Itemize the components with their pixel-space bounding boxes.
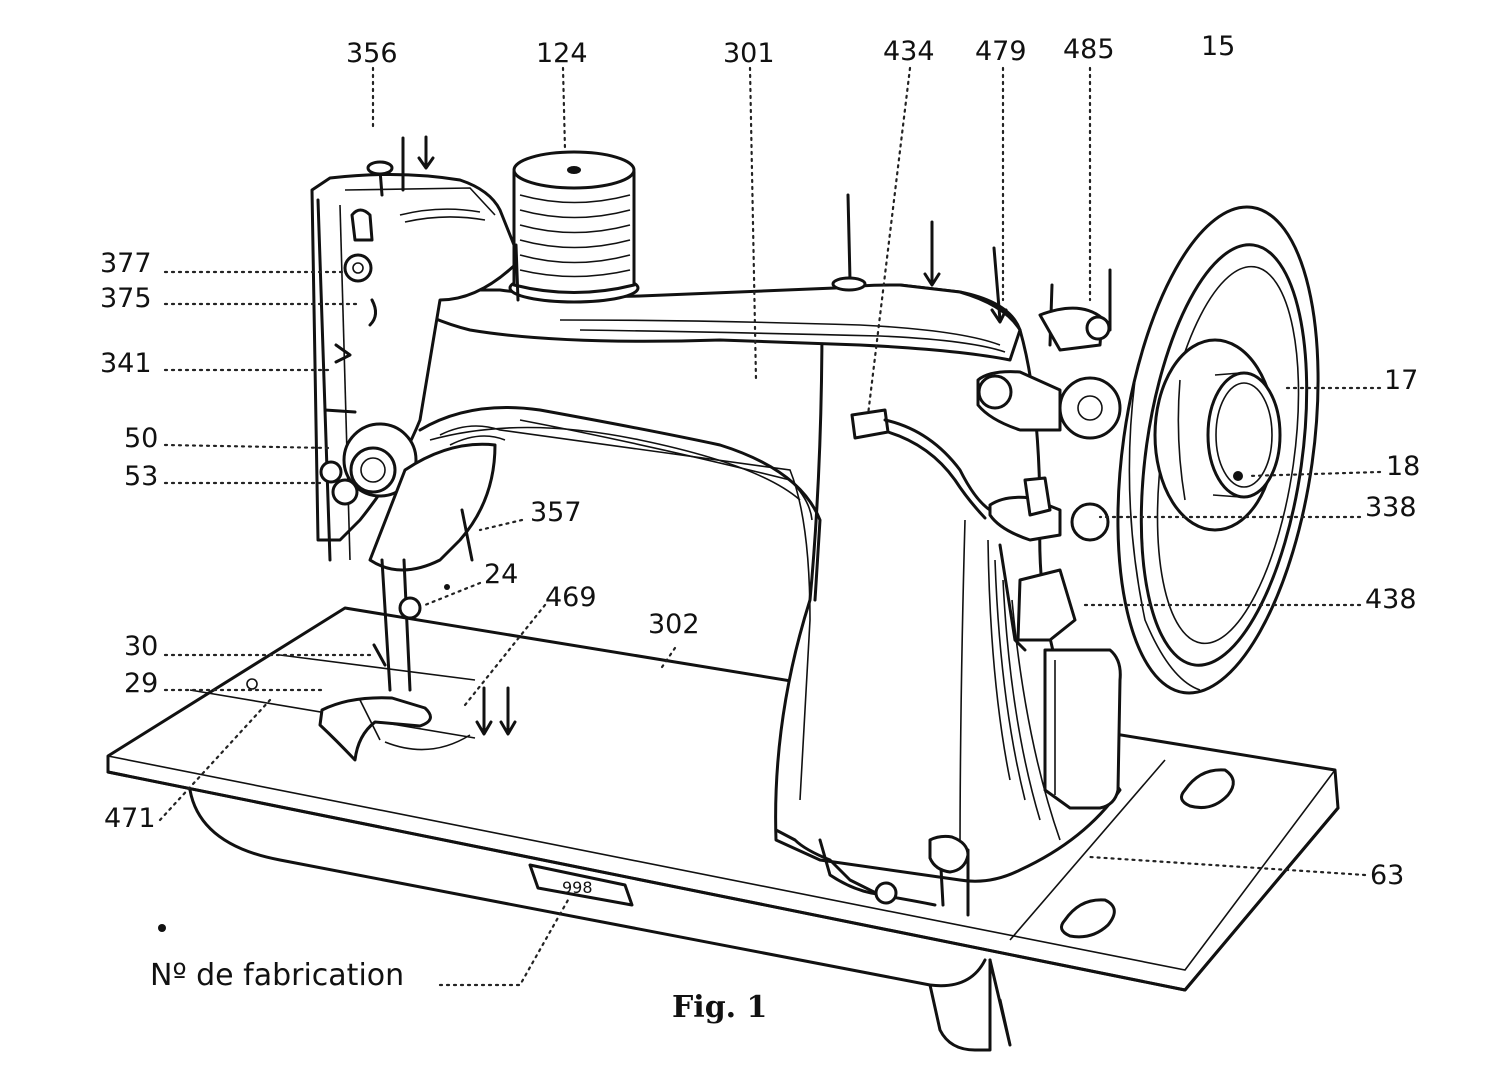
oiling-arrows xyxy=(401,135,1112,736)
needle-bar-assembly xyxy=(318,558,432,762)
callout-50: 50 xyxy=(124,423,158,454)
callout-labels: 356 124 301 434 479 485 15 377 375 341 5… xyxy=(100,31,1420,891)
callout-302: 302 xyxy=(648,609,700,640)
callout-375: 375 xyxy=(100,283,152,314)
serial-number-label: Nº de fabrication xyxy=(150,958,404,993)
serial-plate: 998 xyxy=(528,863,634,907)
callout-29: 29 xyxy=(124,668,158,699)
figure-caption: Fig. 1 xyxy=(672,990,767,1025)
callout-24: 24 xyxy=(484,559,518,590)
leader-lines xyxy=(158,66,1382,987)
callout-301: 301 xyxy=(723,38,775,69)
callout-471: 471 xyxy=(104,803,156,834)
callout-377: 377 xyxy=(100,248,152,279)
tension-assembly xyxy=(319,422,497,572)
callout-438: 438 xyxy=(1365,584,1417,615)
bobbin-winder-mechanism xyxy=(976,306,1122,652)
knee-lifter-rod xyxy=(774,828,970,917)
callout-356: 356 xyxy=(346,38,398,69)
base-plate xyxy=(106,606,1340,1052)
callout-124: 124 xyxy=(536,38,588,69)
needle-plate xyxy=(246,678,471,751)
callout-30: 30 xyxy=(124,631,158,662)
callout-18: 18 xyxy=(1386,451,1420,482)
serial-plate-number: 998 xyxy=(562,878,593,897)
head-thread-guides xyxy=(323,160,394,414)
callout-63: 63 xyxy=(1370,860,1404,891)
spool-pin xyxy=(831,193,867,292)
callout-469: 469 xyxy=(545,582,597,613)
callout-479: 479 xyxy=(975,36,1027,67)
handwheel xyxy=(1116,205,1320,695)
callout-485: 485 xyxy=(1063,34,1115,65)
callout-434: 434 xyxy=(883,36,935,67)
callout-17: 17 xyxy=(1384,365,1418,396)
callout-341: 341 xyxy=(100,348,152,379)
callout-338: 338 xyxy=(1365,492,1417,523)
stitch-lever xyxy=(850,408,992,520)
callout-53: 53 xyxy=(124,461,158,492)
callout-357: 357 xyxy=(530,497,582,528)
callout-15: 15 xyxy=(1201,31,1235,62)
thread-spool xyxy=(508,150,640,304)
